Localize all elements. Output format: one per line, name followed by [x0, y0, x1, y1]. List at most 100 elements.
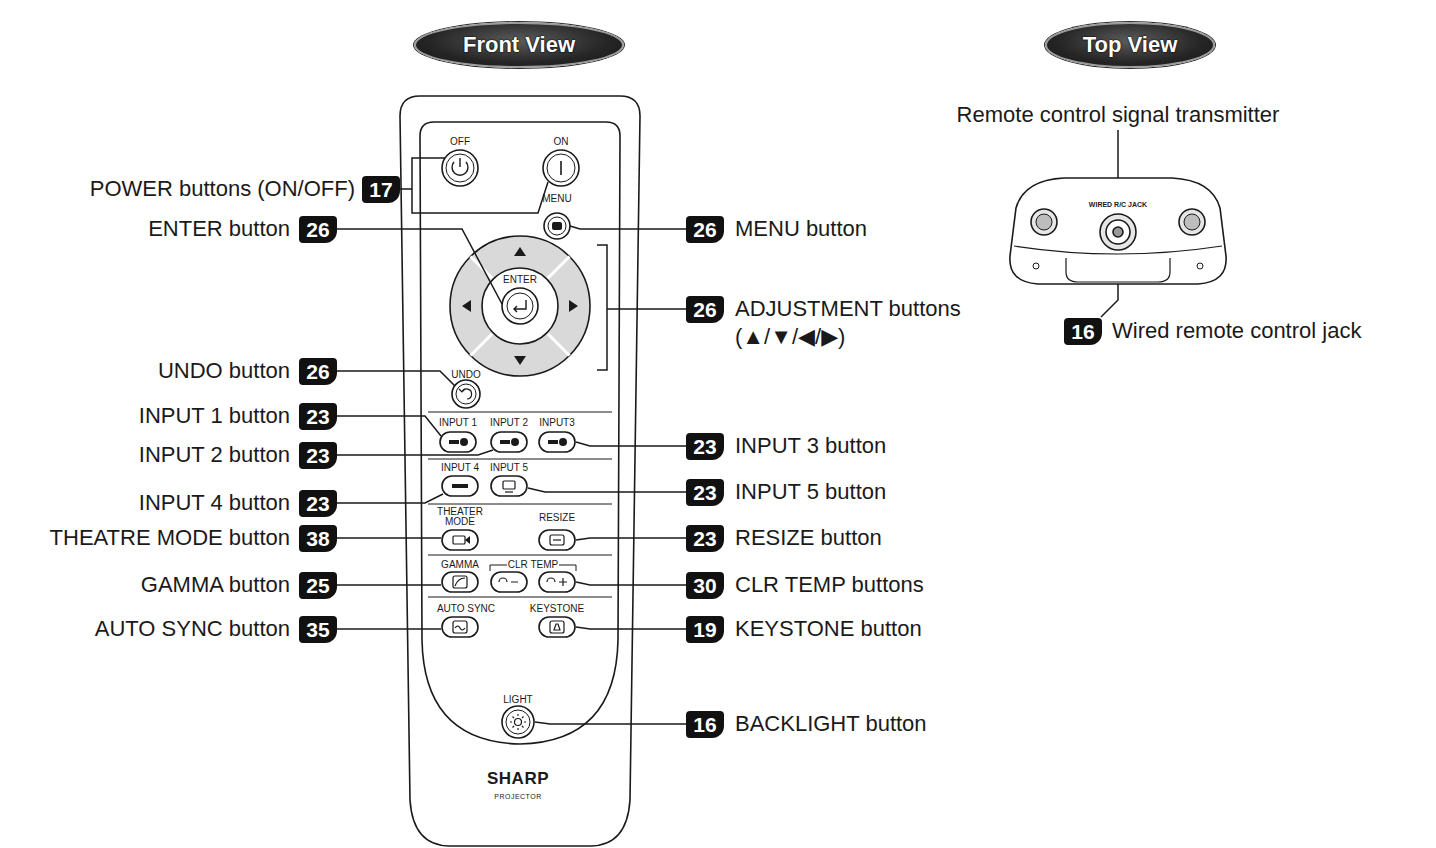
callout-number: 23 — [686, 525, 724, 552]
input-icon — [452, 484, 468, 488]
button-label: AUTO SYNC — [437, 603, 495, 614]
light-icon — [510, 714, 526, 730]
callout-number: 26 — [299, 216, 337, 243]
heading-text: Front View — [463, 32, 575, 58]
separator — [428, 459, 612, 460]
transmitter-led-lens — [1184, 214, 1200, 230]
button-label: LIGHT — [503, 694, 532, 705]
part-label: BACKLIGHT button — [735, 711, 927, 737]
button-label: INPUT 4 — [441, 462, 479, 473]
input-icon — [559, 438, 567, 446]
input-icon — [500, 440, 510, 444]
button-label: INPUT 2 — [490, 417, 528, 428]
callout-number: 16 — [1064, 318, 1102, 345]
arrow-up — [514, 247, 526, 256]
part-label: ENTER button — [148, 216, 290, 242]
button-label: THEATER MODE — [435, 507, 485, 527]
resize-icon — [550, 535, 564, 545]
heading-text: Top View — [1083, 32, 1178, 58]
leader-line — [337, 450, 493, 455]
transmitter-led — [1031, 209, 1057, 235]
light-button-ring — [506, 710, 530, 734]
clr-plus-button — [539, 572, 575, 592]
arrow-left — [462, 300, 471, 312]
dpad-arrows — [462, 247, 578, 365]
part-label: MENU button — [735, 216, 867, 242]
input-icon — [505, 491, 513, 492]
part-label: CLR TEMP buttons — [735, 572, 924, 598]
part-label: INPUT 3 button — [735, 433, 886, 459]
part-label: THEATRE MODE button — [50, 525, 290, 551]
on-icon — [560, 161, 562, 175]
leader-line — [400, 158, 548, 213]
autosync-button — [442, 617, 478, 637]
undo-button — [452, 380, 480, 408]
brand-label: PROJECTOR — [494, 793, 542, 801]
keystone-icon — [554, 624, 560, 630]
button-label: ON — [554, 136, 569, 147]
leader-line — [570, 226, 686, 229]
menu-button — [544, 213, 570, 239]
transmitter-led-lens — [1036, 214, 1052, 230]
remote-top-body — [1010, 178, 1226, 284]
leader-line — [576, 538, 686, 540]
button-label: ENTER — [503, 274, 537, 285]
undo-button-ring — [456, 384, 476, 404]
screw-hole — [1197, 263, 1203, 269]
jack-label: WIRED R/C JACK — [1089, 201, 1147, 209]
keystone-button — [539, 617, 575, 637]
gamma-icon — [455, 578, 465, 586]
enter-button — [502, 288, 538, 324]
autosync-icon — [455, 626, 465, 630]
button-label: OFF — [450, 136, 470, 147]
leader-line — [337, 537, 441, 539]
light-button — [502, 706, 534, 738]
remote-front — [400, 96, 640, 846]
on-button-ring — [547, 154, 575, 182]
button-label: INPUT 1 — [439, 417, 477, 428]
button-label: CLR TEMP — [508, 559, 558, 570]
input5-button — [491, 476, 527, 496]
part-label: RESIZE button — [735, 525, 882, 551]
callout-number: 23 — [299, 442, 337, 469]
screw-hole — [1033, 263, 1039, 269]
remote-panel — [420, 122, 620, 744]
separators — [428, 412, 612, 597]
callout-number: 26 — [686, 296, 724, 323]
dpad-divider — [471, 257, 494, 280]
dpad-divider — [547, 333, 570, 356]
button-label: INPUT3 — [539, 417, 575, 428]
transmitter-led — [1179, 209, 1205, 235]
part-label: KEYSTONE button — [735, 616, 922, 642]
off-icon — [452, 158, 468, 175]
callout-number: 23 — [299, 403, 337, 430]
remote-top-notch — [1066, 258, 1170, 282]
callout-number: 23 — [686, 479, 724, 506]
leader-line — [337, 628, 441, 630]
callout-number: 17 — [362, 176, 400, 203]
theater-icon — [465, 536, 470, 544]
undo-icon — [459, 389, 472, 399]
keystone-icon — [550, 621, 564, 633]
resize-icon — [553, 539, 561, 540]
enter-icon — [514, 300, 526, 312]
callout-number: 35 — [299, 616, 337, 643]
gamma-icon — [453, 576, 467, 588]
clr-plus-icon — [547, 578, 567, 586]
wired-jack-ring — [1106, 220, 1130, 244]
callout-number: 19 — [686, 616, 724, 643]
clr-minus-icon — [499, 578, 518, 582]
leader-line — [337, 229, 502, 304]
light-icon — [515, 719, 522, 726]
callout-number: 25 — [299, 572, 337, 599]
menu-button-ring — [548, 217, 566, 235]
part-label: GAMMA button — [141, 572, 290, 598]
input-icon — [460, 438, 468, 446]
part-label: POWER buttons (ON/OFF) — [90, 176, 355, 202]
dpad — [450, 236, 590, 376]
theater-icon — [453, 536, 465, 544]
input1-button — [440, 432, 476, 452]
leader-line — [337, 494, 443, 503]
off-button-ring — [446, 154, 474, 182]
